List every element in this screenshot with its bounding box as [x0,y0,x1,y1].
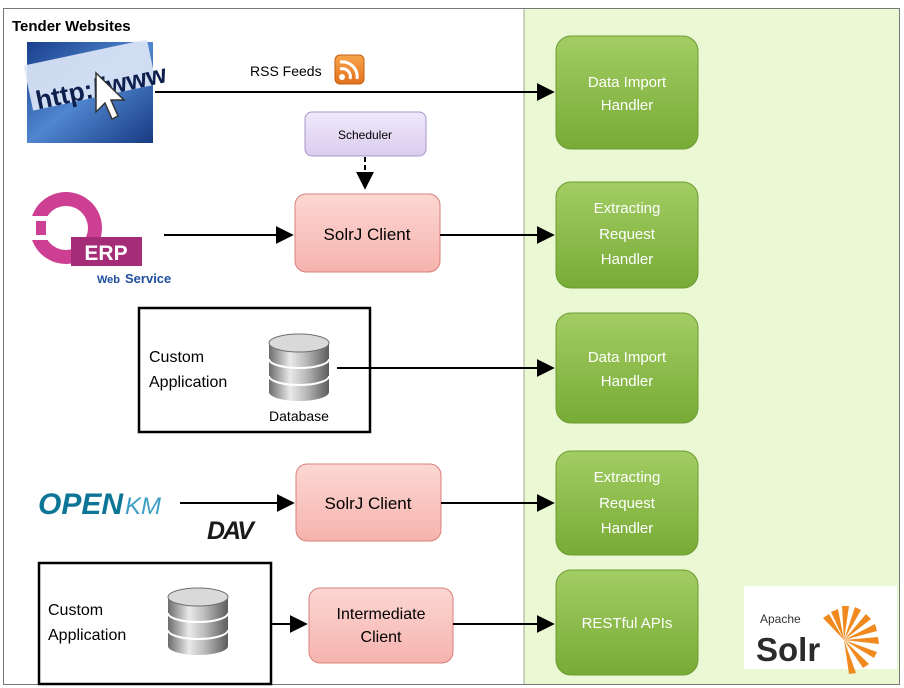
custom-app-2-line1: Custom [48,602,103,619]
handler-restful-apis: RESTful APIs [555,569,699,676]
database-icon-2 [167,587,229,655]
sun-icon [823,606,879,674]
handler-1-line1: Data Import [588,74,667,91]
solr-logo-big-text: Solr [756,631,820,668]
handler-2-line2: Request [599,226,656,243]
handler-3-line2: Handler [601,373,654,390]
intermediate-client-line2: Client [361,629,402,646]
solrj-client-label-1: SolrJ Client [324,225,411,244]
solrj-client-label-2: SolrJ Client [325,494,412,513]
solrj-client-box-1 [294,193,441,273]
intermediate-client-box [308,587,454,664]
handler-extracting-request-2: Extracting Request Handler [555,450,699,556]
cursor-icon [95,71,126,121]
dav-logo: DAV [207,517,256,545]
handler-4-line1: Extracting [594,469,661,486]
handler-extracting-request-1: Extracting Request Handler [555,181,699,289]
apache-solr-logo: Apache Solr [744,586,897,674]
custom-app-1-line2: Application [149,374,227,391]
custom-app-box-1 [137,306,372,434]
intermediate-client-line1: Intermediate [337,606,426,623]
handler-2-line3: Handler [601,251,654,268]
handler-5-label: RESTful APIs [582,615,673,632]
rss-feeds-label: RSS Feeds [250,63,322,79]
custom-app-1-line1: Custom [149,349,204,366]
custom-app-2-line2: Application [48,627,126,644]
handler-3-line1: Data Import [588,349,667,366]
web-service-prefix: Web [97,274,120,286]
rss-icon [334,54,365,85]
erp-icon: ERP [30,192,142,266]
scheduler-label: Scheduler [338,128,392,142]
handler-2-line1: Extracting [594,200,661,217]
solr-logo-small-text: Apache [760,612,801,626]
http-browser-icon: http://www [23,39,170,143]
diagram-title: Tender Websites [12,18,131,35]
handler-data-import-1: Data Import Handler [555,35,699,150]
openkm-logo-main: OPEN [38,488,124,521]
web-service-word: Service [125,271,171,286]
handler-4-line3: Handler [601,520,654,537]
custom-app-box-2 [37,561,273,686]
handler-data-import-2: Data Import Handler [555,312,699,424]
scheduler-box [304,111,427,157]
database-label-1: Database [269,408,329,424]
handler-4-line2: Request [599,495,656,512]
erp-logo-text: ERP [84,242,127,265]
database-icon-1 [268,333,330,401]
handler-1-line2: Handler [601,97,654,114]
outer-frame [3,8,900,685]
openkm-logo-suffix: KM [125,493,161,520]
